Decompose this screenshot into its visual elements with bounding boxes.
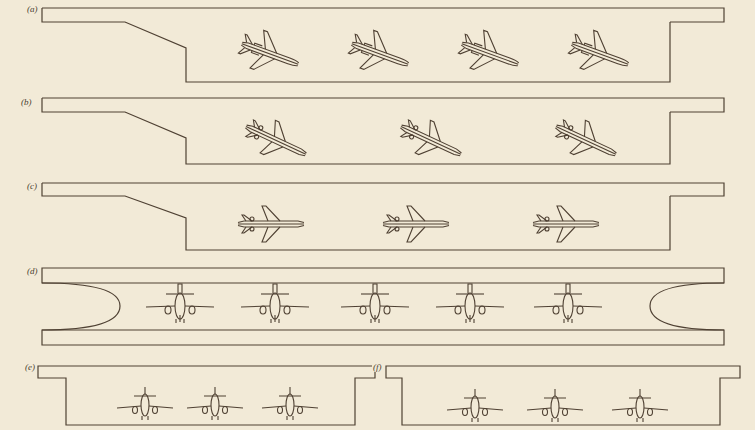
panel-label: (a) [26,4,39,14]
panel-label: (b) [20,97,33,107]
panel-label: (e) [24,362,36,372]
panel-label: (c) [26,181,38,191]
panel-label: (f) [372,362,383,372]
panel-label: (d) [26,266,39,276]
